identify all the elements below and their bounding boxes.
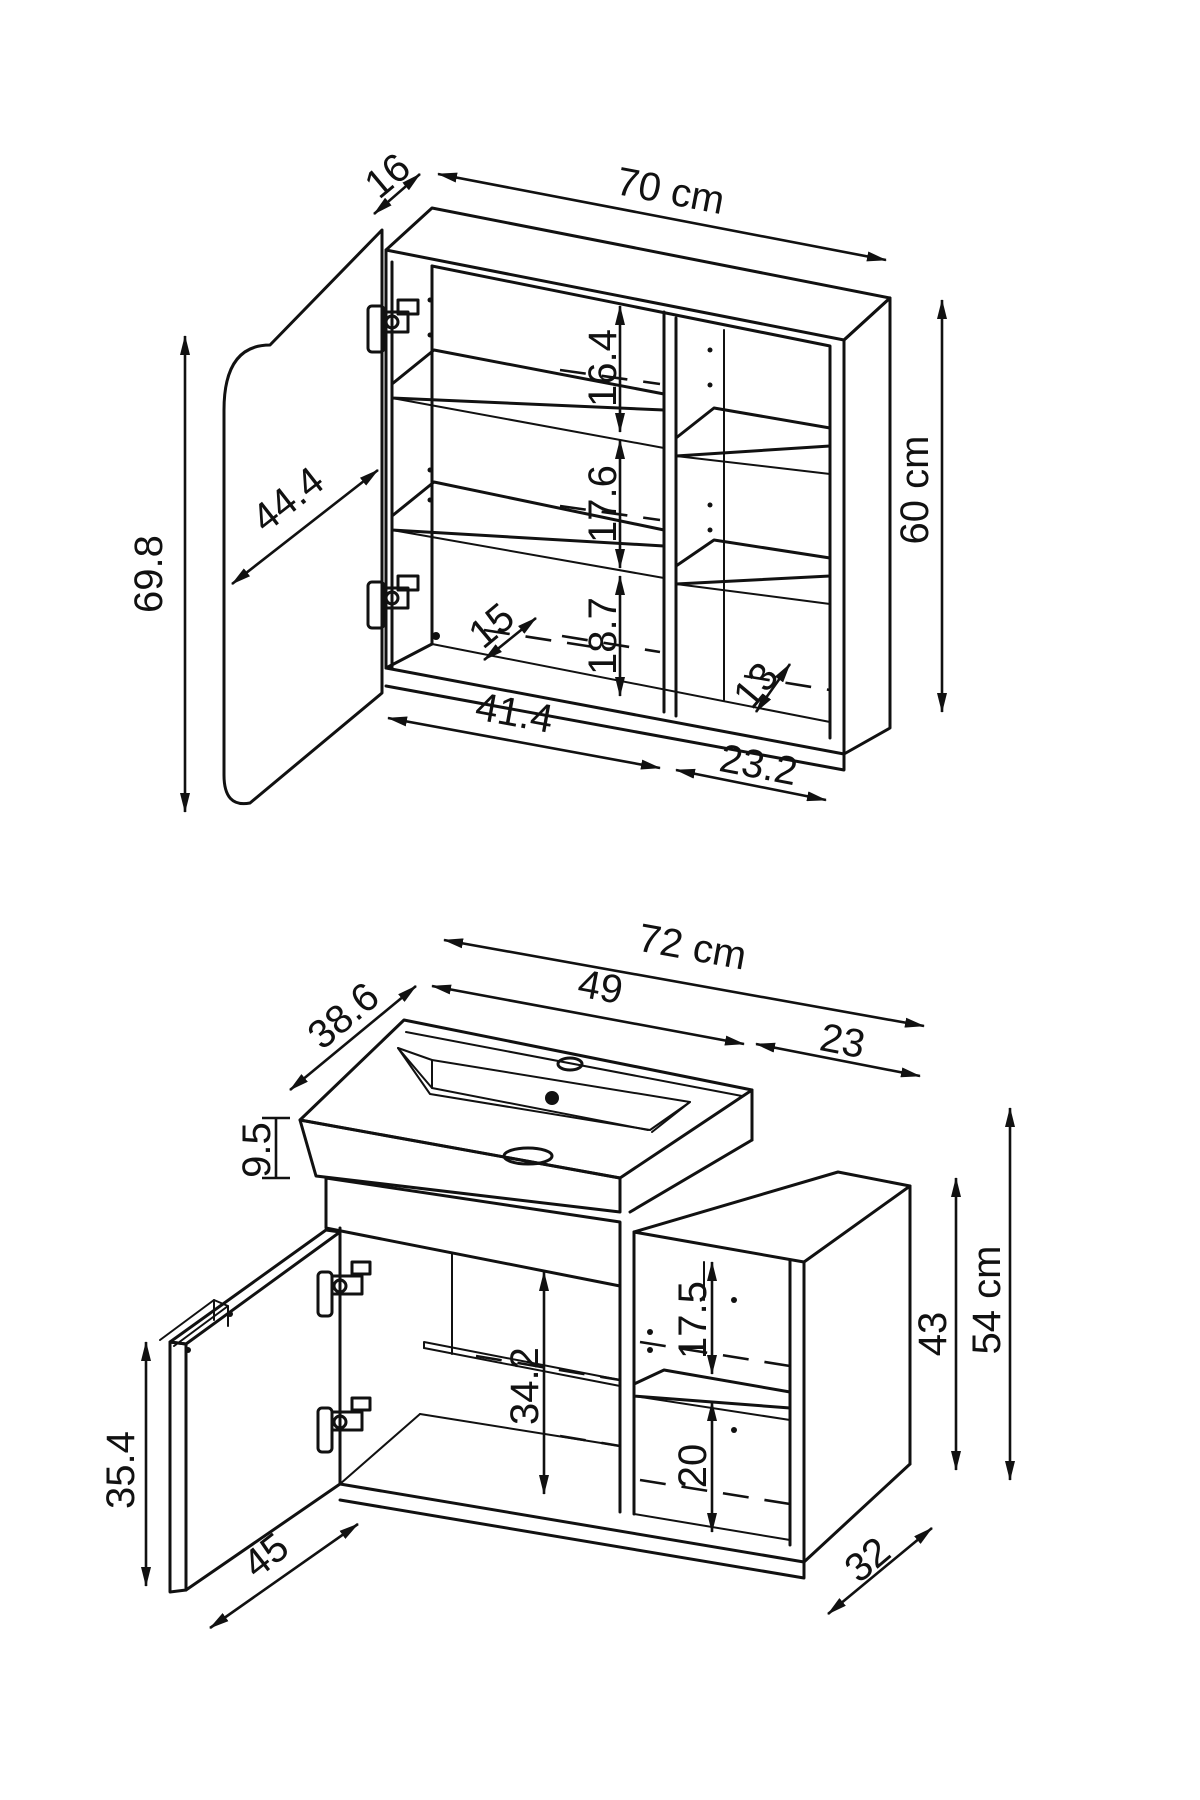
mirror-door-height-label: 69.8	[127, 535, 171, 613]
vanity-hinge-bottom	[316, 1396, 372, 1454]
mirror-width-label: 70 cm	[613, 159, 728, 223]
mirror-left-width-label: 41.4	[472, 685, 557, 742]
mirror-dimensions	[180, 172, 947, 813]
vanity-hinge-top	[316, 1260, 372, 1318]
mirror-height-label: 60 cm	[893, 436, 937, 545]
vanity-door	[159, 1228, 342, 1594]
vanity-side-shelf-bottom-label: 20	[671, 1444, 715, 1489]
mirror-cabinet: 70 cm 16 60 cm 69.8 44.4 16.4 17.6 18.7 …	[127, 145, 947, 813]
mirror-shelf-gap-top-label: 16.4	[581, 329, 625, 407]
vanity-door-swing-label: 45	[235, 1525, 297, 1587]
mirror-depth-label: 16	[356, 145, 418, 207]
vanity-side-shelf-top-label: 17.5	[671, 1281, 715, 1359]
mirror-door-swing-label: 44.4	[244, 458, 332, 541]
vanity-dimensions	[141, 938, 1015, 1630]
mirror-shelf-gap-bottom-label: 18.7	[581, 597, 625, 675]
mirror-door	[222, 228, 384, 806]
vanity-total-width-label: 72 cm	[635, 916, 750, 979]
mirror-left-inner-depth-label: 15	[460, 595, 522, 657]
mirror-cabinet-body	[384, 206, 892, 772]
vanity-total-height-label: 54 cm	[965, 1246, 1009, 1355]
vanity-basin-height-label: 9.5	[235, 1122, 279, 1178]
vanity-body	[324, 1170, 912, 1580]
vanity-side-width-label: 23	[816, 1015, 868, 1067]
mirror-right-inner-depth-label: 13	[725, 654, 787, 716]
vanity-door-height-label: 35.4	[99, 1431, 143, 1509]
vanity-inner-height-label: 34.2	[503, 1347, 547, 1425]
vanity-basin-width-label: 49	[574, 962, 626, 1013]
vanity-body-height-label: 43	[911, 1312, 955, 1357]
vanity-unit: 72 cm 49 23 38.6 9.5 54 cm 43 34.2 17.5 …	[99, 916, 1015, 1630]
vanity-depth-label: 32	[836, 1529, 898, 1591]
mirror-shelf-gap-middle-label: 17.6	[581, 465, 625, 543]
